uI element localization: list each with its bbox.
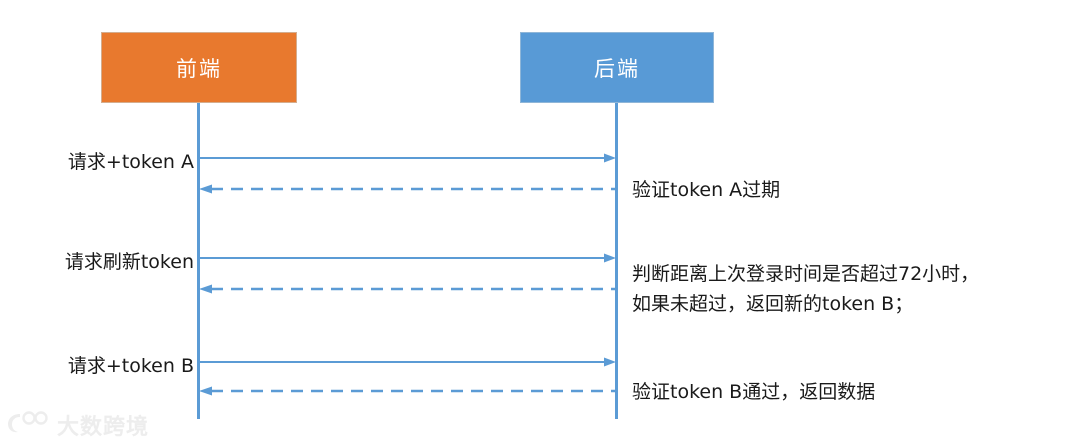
- lifeline-frontend: [197, 103, 200, 419]
- watermark: 大数跨境: [6, 409, 149, 441]
- note-exchange-2: 判断距离上次登录时间是否超过72小时， 如果未超过，返回新的token B；: [632, 259, 979, 319]
- lifeline-backend: [615, 103, 618, 419]
- message-label-request-2: 请求刷新token: [64, 251, 194, 273]
- message-arrow-request-2: [199, 252, 616, 264]
- actor-label-frontend: 前端: [176, 56, 222, 81]
- actor-label-backend: 后端: [594, 56, 640, 81]
- message-arrow-response-3: [199, 385, 616, 397]
- message-label-request-3: 请求+token B: [67, 355, 194, 377]
- message-arrow-request-1: [199, 152, 616, 164]
- note-line: 验证token A过期: [632, 179, 781, 201]
- actor-box-frontend[interactable]: 前端: [101, 32, 297, 103]
- note-line: 如果未超过，返回新的token B；: [632, 293, 914, 315]
- watermark-logo-icon: [6, 410, 50, 441]
- actor-box-backend[interactable]: 后端: [520, 32, 714, 103]
- note-exchange-3: 验证token B通过，返回数据: [632, 377, 875, 407]
- note-line: 验证token B通过，返回数据: [632, 381, 876, 403]
- note-line: 判断距离上次登录时间是否超过72小时，: [632, 263, 980, 285]
- message-arrow-response-2: [199, 283, 616, 295]
- message-label-request-1: 请求+token A: [67, 151, 194, 173]
- message-arrow-request-3: [199, 356, 616, 368]
- message-arrow-response-1: [199, 183, 616, 195]
- watermark-text: 大数跨境: [57, 415, 150, 440]
- note-exchange-1: 验证token A过期: [632, 175, 780, 205]
